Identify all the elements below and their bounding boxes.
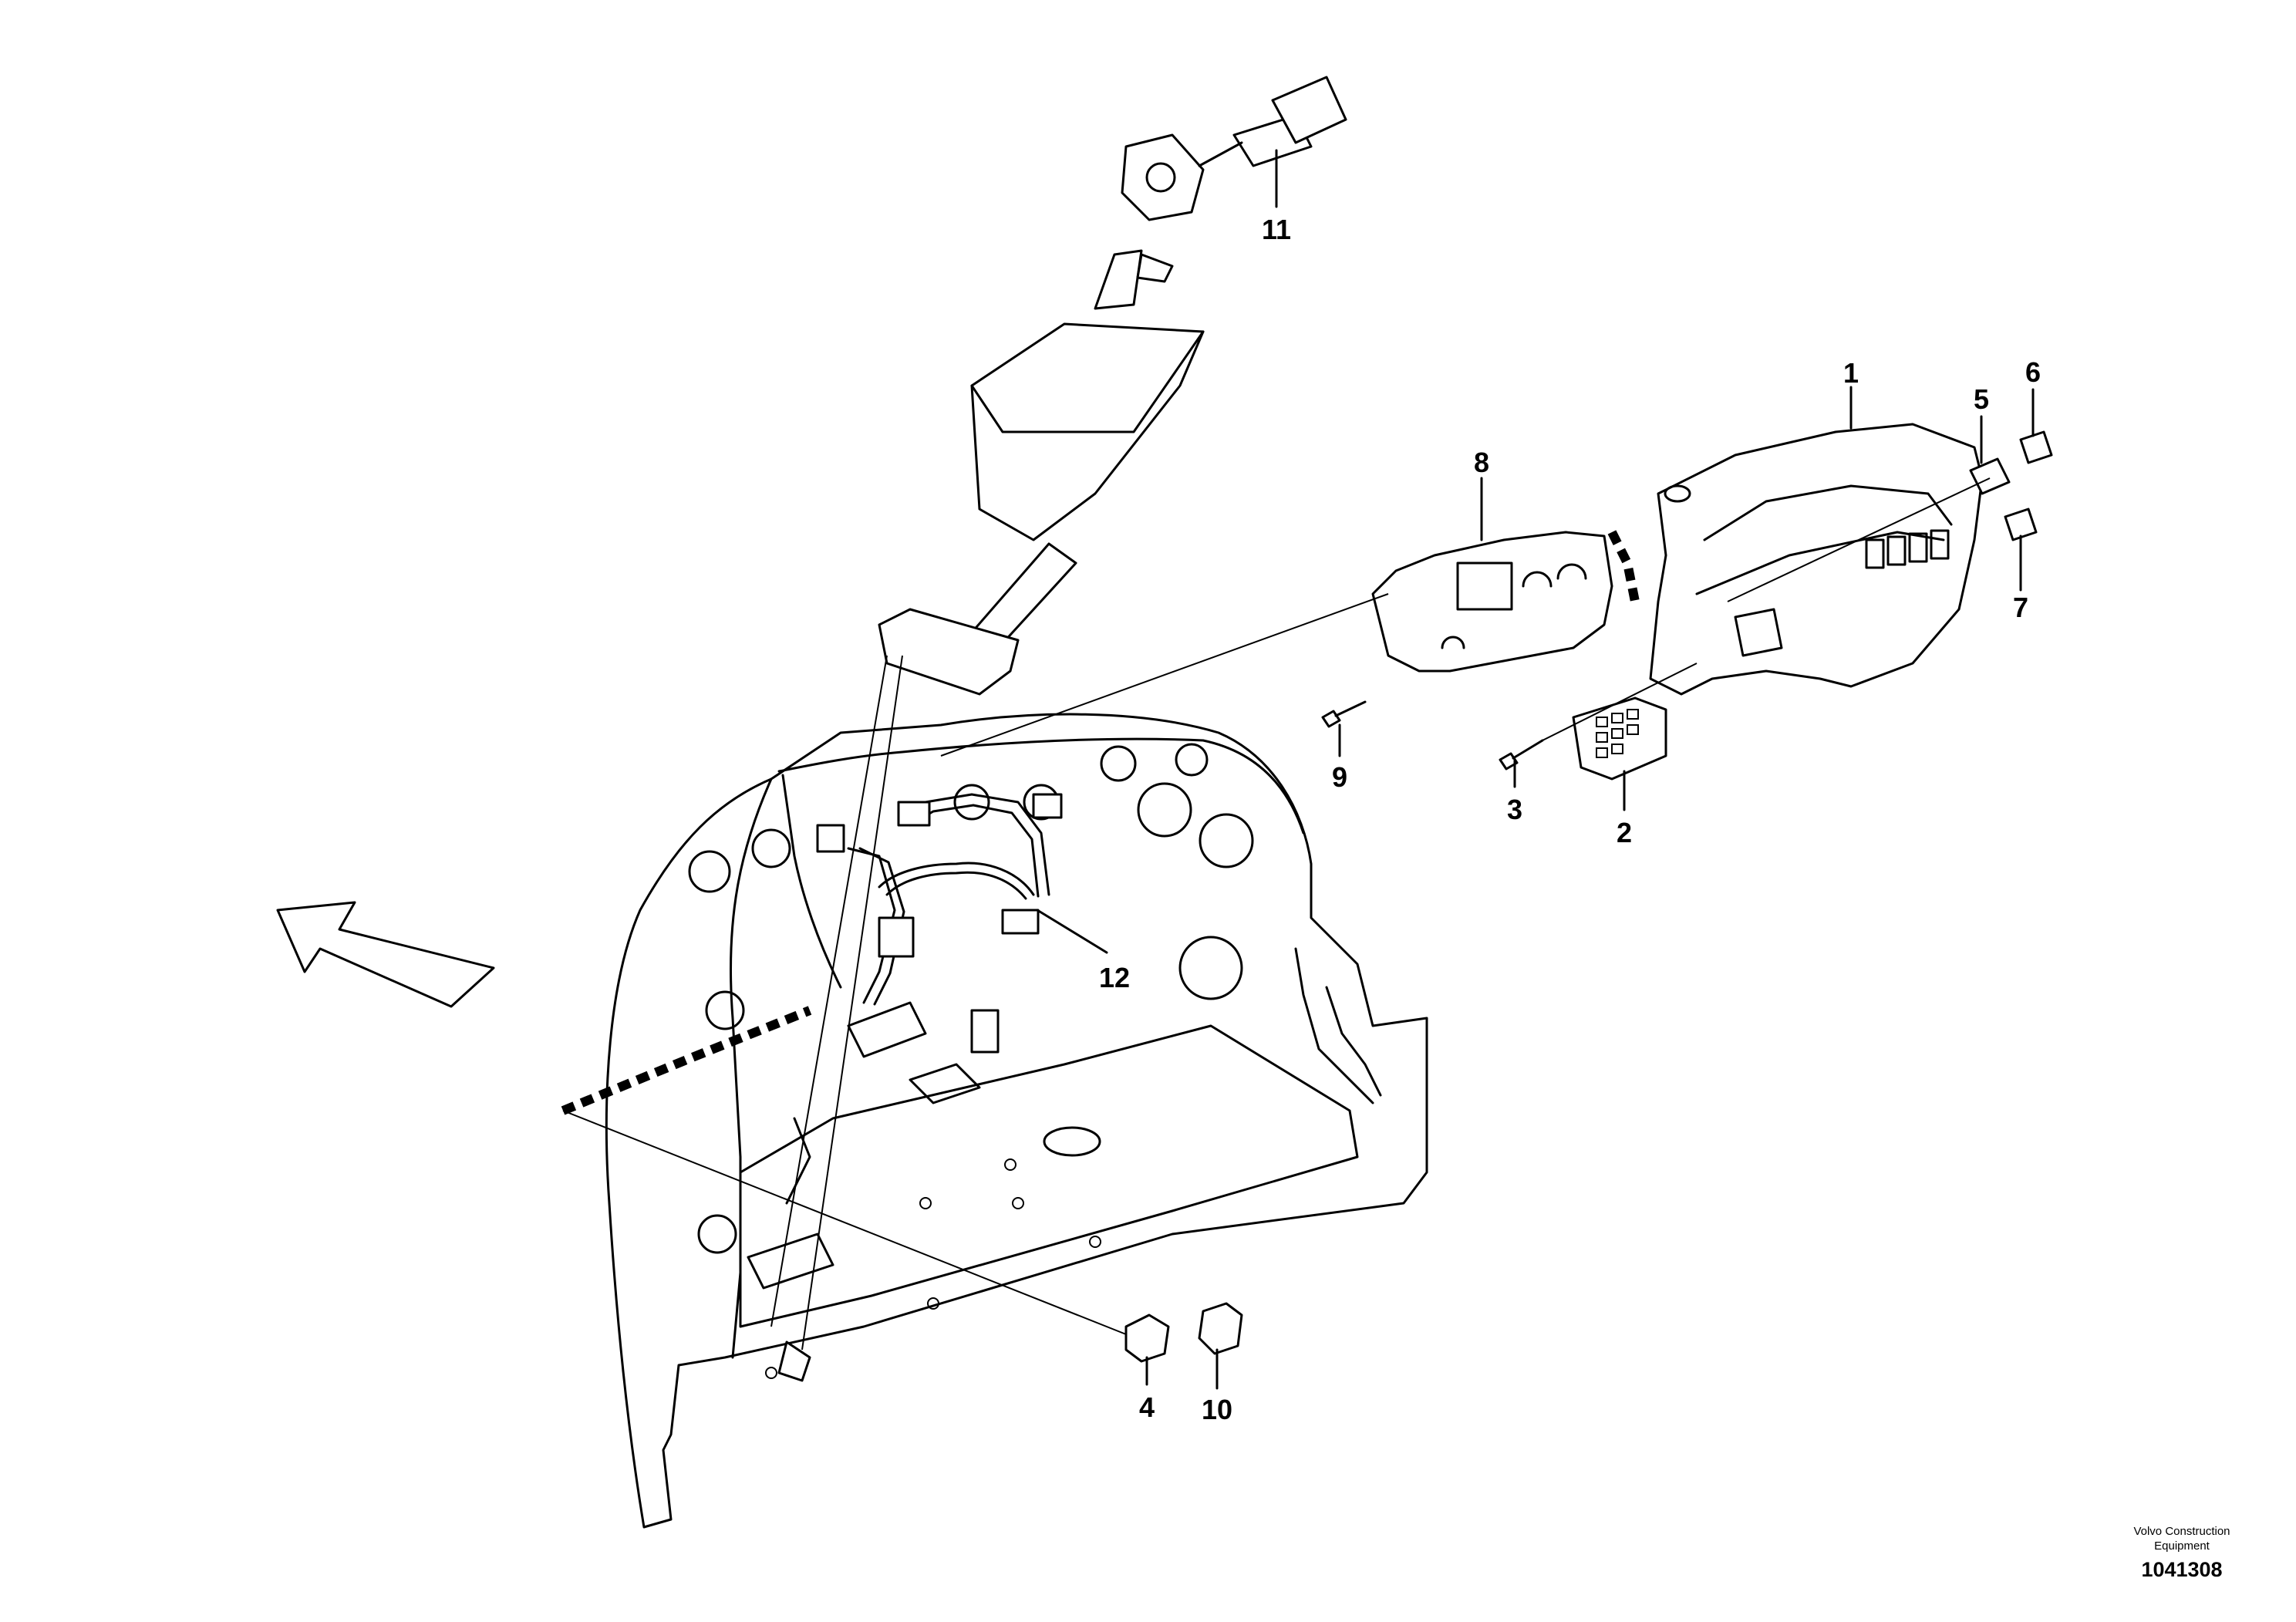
callout-4: 4 (1139, 1391, 1155, 1423)
callout-2: 2 (1617, 817, 1632, 848)
callout-7: 7 (2013, 592, 2028, 623)
callout-10: 10 (1202, 1394, 1232, 1425)
wiring-harness (816, 793, 1063, 1104)
callout-8: 8 (1474, 447, 1489, 478)
instrument-cluster (1371, 530, 1640, 673)
title-block: Volvo Construction Equipment 1041308 (2105, 1524, 2259, 1582)
callout-1: 1 (1843, 357, 1859, 389)
view-direction-arrow (276, 901, 495, 1008)
callout-5: 5 (1974, 383, 1989, 415)
keypad (1572, 696, 1667, 781)
callout-6: 6 (2025, 356, 2041, 388)
steering-column (878, 76, 1347, 696)
callout-12: 12 (1099, 962, 1130, 993)
drawing-number: 1041308 (2141, 1558, 2223, 1581)
callout-leaders (1036, 149, 2035, 1390)
small-parts (1124, 430, 2053, 1363)
cab-body (605, 713, 1428, 1529)
company-name: Volvo Construction Equipment (2133, 1525, 2230, 1553)
callout-3: 3 (1507, 794, 1522, 825)
callout-11: 11 (1262, 214, 1291, 245)
callout-9: 9 (1332, 761, 1347, 793)
callouts: 1 2 3 4 5 6 7 8 9 10 11 12 (1099, 214, 2041, 1425)
leader-lines (561, 477, 1991, 1351)
